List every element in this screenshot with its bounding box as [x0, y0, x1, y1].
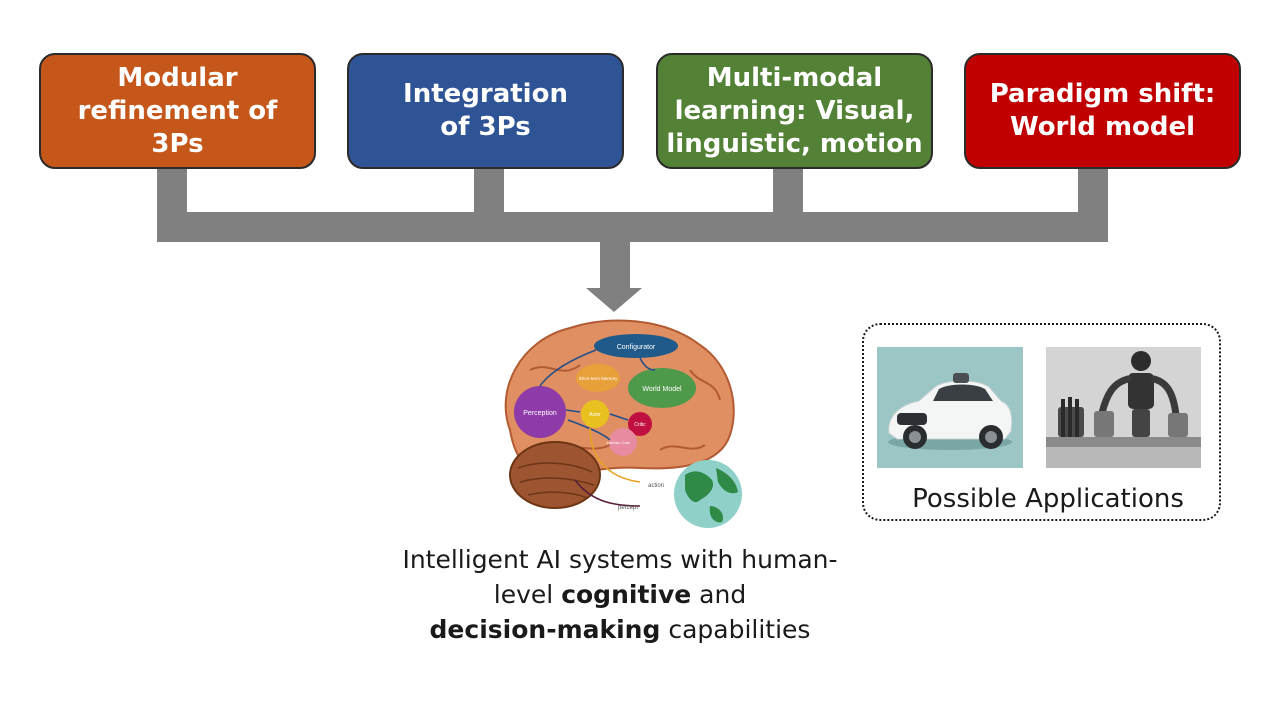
perception-label: Perception [523, 410, 557, 417]
critic-label: Critic [634, 422, 646, 428]
box-integration-text: Integration of 3Ps [403, 79, 568, 142]
critic-module [628, 412, 652, 436]
cerebellum [509, 441, 601, 509]
intrinsic-cost-module [609, 428, 637, 456]
configurator-module [594, 334, 678, 358]
actor-label: Actor [589, 412, 601, 418]
percept-label: percept [618, 505, 638, 511]
action-label: action [648, 483, 664, 489]
box-world-model: Paradigm shift: World model [964, 53, 1241, 169]
brain-illustration: Configurator Short-term Memory World Mod… [504, 319, 742, 528]
actor-module [581, 400, 609, 428]
world-model-module [628, 368, 696, 408]
caption-part1: Intelligent AI systems with human-level [402, 545, 838, 609]
applications-label: Possible Applications [912, 484, 1184, 514]
caption: Intelligent AI systems with human-level … [380, 542, 860, 647]
humanoid-robot-image [1046, 347, 1201, 468]
world-model-label: World Model [642, 386, 682, 393]
caption-part3: capabilities [660, 615, 811, 644]
short-term-memory-label: Short-term Memory [579, 376, 619, 381]
self-driving-car-image [877, 347, 1023, 468]
short-term-memory-module [576, 364, 620, 392]
caption-part2: and [691, 580, 747, 609]
perception-module [514, 386, 566, 438]
caption-bold-cognitive: cognitive [561, 580, 692, 609]
box-modular-refinement: Modular refinement of 3Ps [39, 53, 316, 169]
configurator-label: Configurator [617, 344, 656, 351]
caption-bold-decision-making: decision-making [429, 615, 661, 644]
box-multimodal-learning: Multi-modal learning: Visual, linguistic… [656, 53, 933, 169]
intrinsic-cost-label: Intrinsic Cost [606, 440, 630, 445]
box-multimodal-learning-text: Multi-modal learning: Visual, linguistic… [666, 62, 923, 159]
applications-frame [862, 323, 1221, 521]
box-integration: Integration of 3Ps [347, 53, 624, 169]
box-world-model-text: Paradigm shift: World model [989, 79, 1216, 142]
box-modular-refinement-text: Modular refinement of 3Ps [77, 62, 278, 159]
